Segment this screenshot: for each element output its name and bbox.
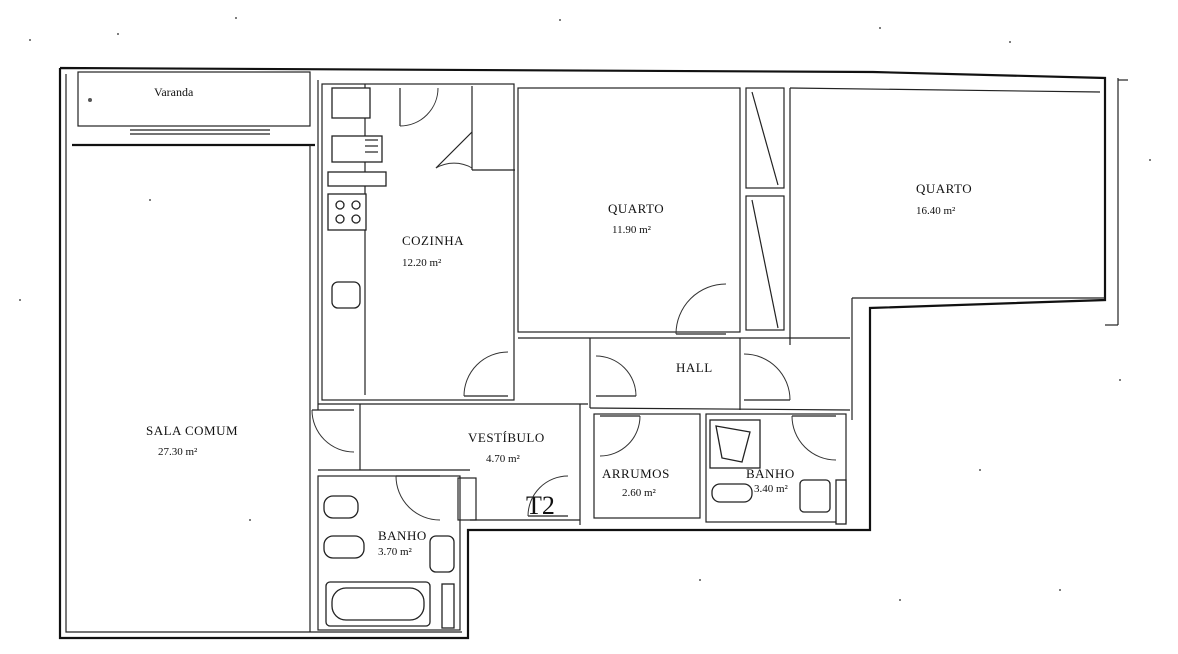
sala-comum-label: SALA COMUM bbox=[146, 423, 238, 438]
doors bbox=[311, 87, 837, 521]
banho-1-label: BANHO bbox=[378, 528, 427, 543]
quarto-2-label: QUARTO bbox=[916, 181, 972, 196]
quarto-1-area: 11.90 m² bbox=[612, 224, 652, 236]
room-varanda: Varanda bbox=[77, 71, 311, 135]
room-vestibulo: VESTÍBULO 4.70 m² T2 bbox=[318, 403, 588, 525]
quarto-2-area: 16.40 m² bbox=[916, 205, 956, 217]
kitchen-counter-top bbox=[331, 87, 371, 119]
room-quarto-1: QUARTO 11.90 m² bbox=[471, 86, 741, 333]
oven bbox=[331, 281, 361, 309]
vestibulo-label: VESTÍBULO bbox=[468, 430, 545, 445]
scan-noise bbox=[19, 17, 1151, 601]
room-quarto-2: QUARTO 16.40 m² bbox=[789, 87, 1101, 345]
hob bbox=[327, 193, 367, 231]
outer-walls bbox=[58, 66, 1128, 640]
room-banho-2: BANHO 3.40 m² bbox=[705, 413, 847, 525]
room-cozinha: COZINHA 12.20 m² bbox=[321, 83, 515, 401]
arrumos-label: ARRUMOS bbox=[602, 466, 670, 481]
hall-label: HALL bbox=[676, 360, 713, 375]
toilet-2 bbox=[711, 483, 753, 503]
banho-2-label: BANHO bbox=[746, 466, 795, 481]
closets bbox=[745, 87, 785, 331]
quarto-1-label: QUARTO bbox=[608, 201, 664, 216]
vestibulo-area: 4.70 m² bbox=[486, 453, 521, 465]
room-hall: HALL bbox=[518, 337, 851, 411]
banho-2-area: 3.40 m² bbox=[754, 483, 789, 495]
washbasin-1 bbox=[429, 535, 455, 573]
bidet bbox=[323, 495, 359, 519]
cozinha-label: COZINHA bbox=[402, 233, 464, 248]
sala-comum-area: 27.30 m² bbox=[158, 446, 198, 458]
washbasin-2 bbox=[799, 479, 831, 513]
cozinha-area: 12.20 m² bbox=[402, 257, 442, 269]
toilet-1 bbox=[323, 535, 365, 559]
varanda-label: Varanda bbox=[154, 85, 194, 99]
room-sala-comum: SALA COMUM 27.30 m² bbox=[72, 80, 319, 632]
room-arrumos: ARRUMOS 2.60 m² bbox=[593, 413, 701, 519]
arrumos-area: 2.60 m² bbox=[622, 487, 657, 499]
apartment-type-label: T2 bbox=[526, 491, 555, 520]
room-banho-1: BANHO 3.70 m² bbox=[317, 475, 461, 631]
banho-1-area: 3.70 m² bbox=[378, 546, 413, 558]
